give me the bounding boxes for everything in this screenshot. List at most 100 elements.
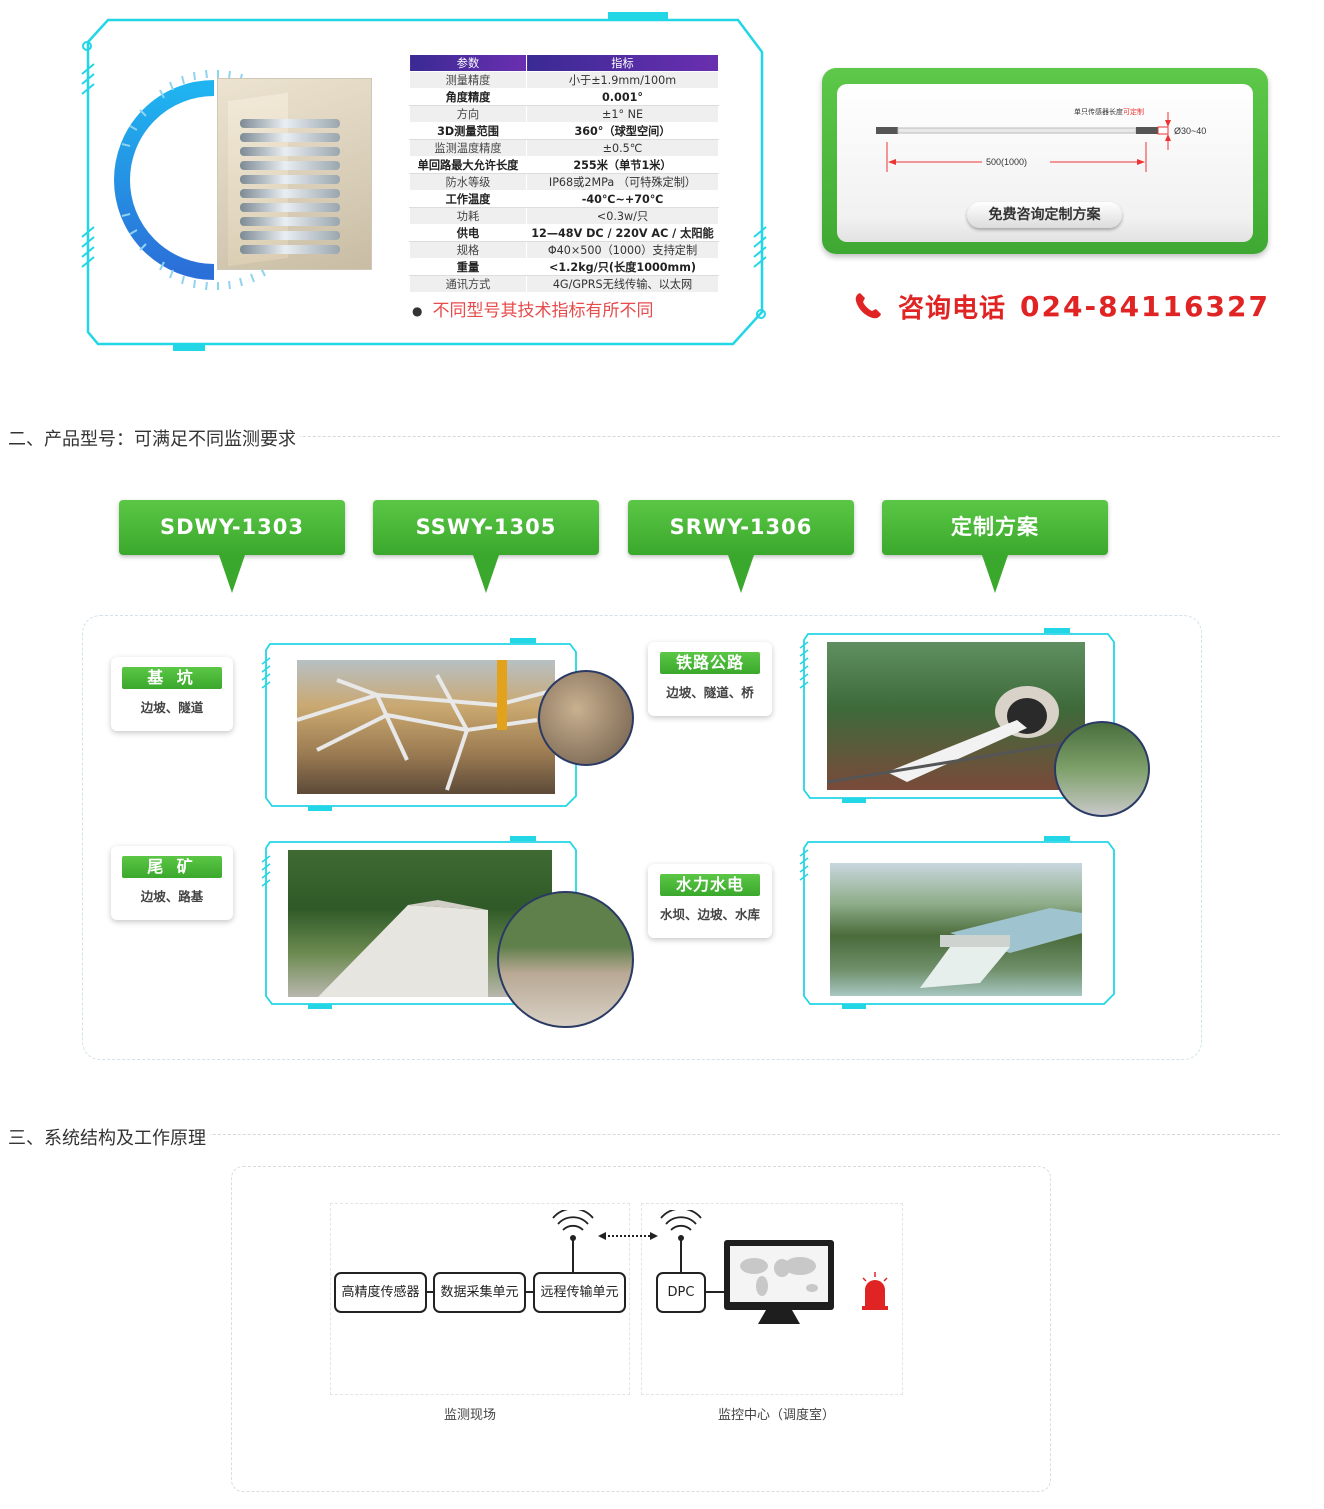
model-label: SDWY-1303	[159, 515, 304, 539]
spec-value: Φ40×500（1000）支持定制	[526, 241, 719, 259]
monitoring-center-zone	[641, 1203, 903, 1395]
spec-note: ● 不同型号其技术指标有所不同	[412, 296, 653, 321]
section2-rule	[8, 436, 1280, 437]
foundation-pit-detail-photo	[538, 670, 634, 766]
spec-note-text: 不同型号其技术指标有所不同	[432, 301, 654, 321]
monitor-icon	[724, 1240, 834, 1324]
phone-icon	[855, 293, 881, 319]
section2-title: 二、产品型号：可满足不同监测要求	[8, 425, 300, 451]
spec-row: 方向±1° NE	[409, 105, 719, 123]
section3-title: 三、系统结构及工作原理	[8, 1124, 210, 1150]
spec-value: 360°（球型空间）	[526, 122, 719, 140]
model-button-sswy-1305[interactable]: SSWY-1305	[373, 500, 599, 593]
spec-param: 重量	[409, 258, 527, 276]
spec-param: 监测温度精度	[409, 139, 527, 157]
spec-row: 功耗<0.3w/只	[409, 207, 719, 225]
app-tag: 铁路公路	[660, 652, 760, 674]
monitoring-site-zone	[330, 1203, 630, 1395]
phone-label: 咨询电话	[898, 293, 1007, 324]
model-label: 定制方案	[951, 515, 1039, 539]
photo-frame	[799, 836, 1115, 1009]
spec-param: 测量精度	[409, 71, 527, 89]
hydropower-photo	[830, 863, 1082, 996]
sensor-node: 高精度传感器	[334, 1272, 427, 1313]
railway-detail-photo	[1054, 721, 1150, 817]
spec-value: <0.3w/只	[526, 207, 719, 225]
app-sub: 边坡、路基	[140, 889, 204, 904]
spec-param: 功耗	[409, 207, 527, 225]
tailings-detail-photo	[497, 891, 634, 1028]
application-panel	[82, 615, 1202, 1060]
railway-photo	[827, 642, 1085, 790]
product-photo	[217, 78, 372, 270]
model-button-sdwy-1303[interactable]: SDWY-1303	[119, 500, 345, 593]
spec-value: <1.2kg/只(长度1000mm)	[526, 258, 719, 276]
sensor-span-label: 500(1000)	[986, 157, 1027, 167]
bullet-icon: ●	[412, 304, 423, 318]
spec-value: -40℃~+70℃	[526, 190, 719, 208]
spec-value: 小于±1.9mm/100m	[526, 71, 719, 89]
spec-param: 方向	[409, 105, 527, 123]
sensor-custom-label: 可定制	[1123, 107, 1144, 116]
spec-row: 工作温度-40℃~+70℃	[409, 190, 719, 208]
model-label: SSWY-1305	[415, 515, 557, 539]
app-card-tailings: 尾 矿 边坡、路基	[111, 846, 233, 920]
spec-value: IP68或2MPa （可特殊定制）	[526, 173, 719, 191]
system-panel	[231, 1166, 1051, 1492]
sensor-length-label: 单只传感器长度可定制	[1074, 107, 1144, 116]
spec-value: 0.001°	[526, 88, 719, 106]
spec-value: 12—48V DC / 220V AC / 太阳能	[526, 224, 719, 242]
spec-value: ±1° NE	[526, 105, 719, 123]
app-sub: 水坝、边坡、水库	[659, 907, 760, 922]
spec-param: 单回路最大允许长度	[409, 156, 527, 174]
section3-rule	[8, 1134, 1280, 1135]
consult-button[interactable]: 免费咨询定制方案	[967, 202, 1122, 228]
zone-label-site: 监测现场	[444, 1408, 497, 1423]
spec-value: 255米（单节1米）	[526, 156, 719, 174]
wifi-icon	[660, 1210, 702, 1231]
phone-row: 咨询电话 024-84116327	[852, 286, 1270, 326]
dpc-node: DPC	[656, 1272, 706, 1313]
photo-frame	[261, 638, 577, 811]
sensor-diameter-label: Ø30~40	[1174, 126, 1206, 136]
spec-param: 角度精度	[409, 88, 527, 106]
spec-value: ±0.5℃	[526, 139, 719, 157]
spec-header-value: 指标	[526, 54, 719, 72]
phone-number[interactable]: 024-84116327	[1020, 289, 1270, 323]
spec-param: 规格	[409, 241, 527, 259]
spec-param: 3D测量范围	[409, 122, 527, 140]
foundation-pit-photo	[297, 660, 555, 794]
model-button-srwy-1306[interactable]: SRWY-1306	[628, 500, 854, 593]
spec-param: 防水等级	[409, 173, 527, 191]
sensor-dimension-diagram: 单只传感器长度可定制 Ø30~40 500(1000)	[876, 107, 1206, 172]
app-card-railway: 铁路公路 边坡、隧道、桥	[648, 642, 772, 716]
app-tag: 尾 矿	[122, 856, 222, 878]
app-tag: 水力水电	[660, 874, 760, 896]
transmission-node: 远程传输单元	[533, 1272, 626, 1313]
app-tag: 基 坑	[122, 667, 222, 689]
spec-header-param: 参数	[409, 54, 527, 72]
wifi-icon	[552, 1210, 594, 1231]
alarm-light-icon	[862, 1272, 888, 1310]
app-sub: 边坡、隧道	[140, 700, 204, 715]
app-sub: 边坡、隧道、桥	[666, 685, 754, 700]
spec-table-header: 参数 指标	[409, 54, 719, 72]
app-card-foundation-pit: 基 坑 边坡、隧道	[111, 657, 233, 731]
spec-frame	[81, 12, 767, 351]
app-card-hydropower: 水力水电 水坝、边坡、水库	[648, 864, 772, 938]
spec-param: 供电	[409, 224, 527, 242]
spec-value: 4G/GPRS无线传输、以太网	[526, 275, 719, 293]
model-button-custom[interactable]: 定制方案	[882, 500, 1108, 593]
spec-row: 监测温度精度±0.5℃	[409, 139, 719, 157]
system-connectors	[427, 1210, 726, 1293]
acquisition-node: 数据采集单元	[433, 1272, 526, 1313]
spec-row: 重量<1.2kg/只(长度1000mm)	[409, 258, 719, 276]
